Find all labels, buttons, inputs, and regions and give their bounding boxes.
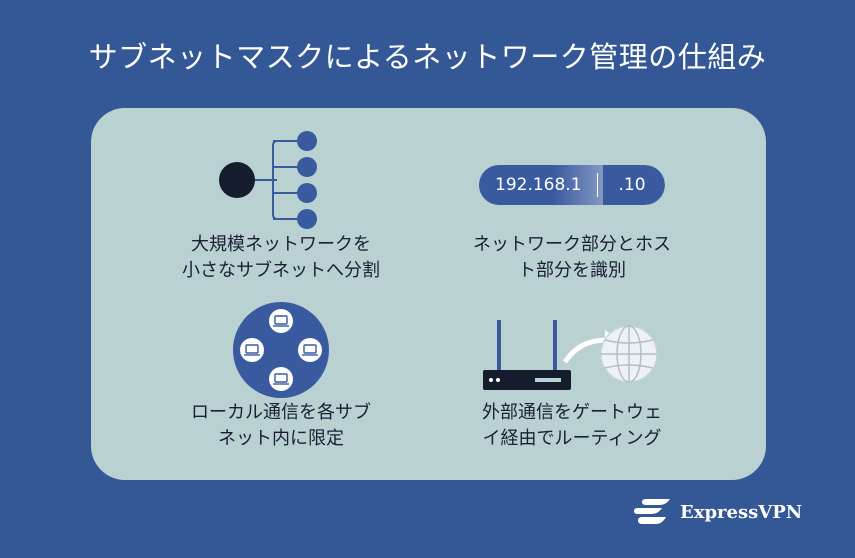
brand-logo: ExpressVPN	[632, 497, 802, 527]
page-title: サブネットマスクによるネットワーク管理の仕組み	[88, 40, 767, 74]
local-caption: ローカル通信を各サブ ネット内に限定	[191, 402, 371, 449]
ip-host-part: .10	[618, 175, 646, 195]
local-network-icon	[233, 302, 329, 398]
router-icon	[483, 320, 571, 390]
identify-caption: ネットワーク部分とホス ト部分を識別	[473, 234, 671, 281]
routing-caption: 外部通信をゲートウェ イ経由でルーティング	[482, 402, 662, 449]
ip-address-pill: 192.168.1 .10	[479, 165, 665, 205]
expressvpn-logo-icon	[634, 499, 670, 524]
content-panel: 大規模ネットワークを 小さなサブネットへ分割 192.168.1 .10 ネット…	[91, 108, 766, 480]
ip-network-part: 192.168.1	[495, 175, 582, 195]
network-split-icon	[219, 131, 317, 229]
globe-icon	[600, 325, 658, 383]
brand-name: ExpressVPN	[680, 501, 803, 523]
split-caption: 大規模ネットワークを 小さなサブネットへ分割	[182, 234, 380, 281]
